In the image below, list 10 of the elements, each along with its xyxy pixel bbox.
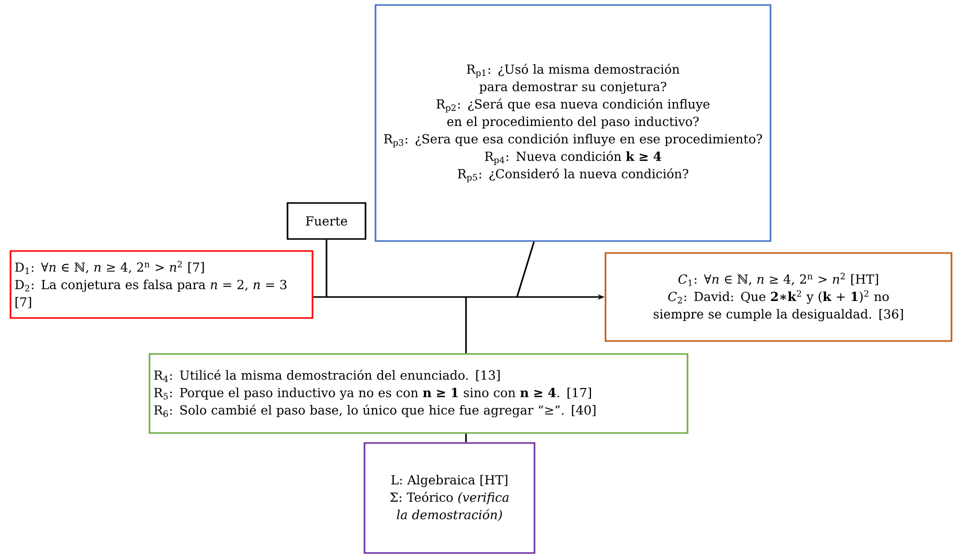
connector-line	[465, 434, 467, 442]
backing-box: L: Algebraica [HT] Σ: Teórico (verifica la demostración)	[364, 442, 536, 554]
data-box: D$_{1}$: ∀n ∈ ℕ, n ≥ 4, 2$^{n}$ > n$^{2}$ [7] D$_{2}$: La conjetura es falsa para n = 2, n = 3 [7]	[10, 250, 314, 319]
connector-line	[326, 240, 328, 297]
connector-line	[465, 297, 467, 354]
warrant-box: R$_{4}$: Utilicé la misma demostración del enunciado. [13] R$_{5}$: Porque el paso inductivo ya no es con n ≥ 1 sino con n ≥ 4. [17] R$_{6}$: Solo cambié el paso base, lo único que hice fue agregar “≥”. [40]	[148, 353, 688, 434]
claim-box: C$_{1}$: ∀n ∈ ℕ, n ≥ 4, 2$^{n}$ > n$^{2}$ [HT] C$_{2}$: David: Que 2∗k$^{2}$ y (k + 1)$^{2}$ no siempre se cumple la desigualdad. [36]	[604, 252, 952, 342]
question-box: R$_{p1}$: ¿Usó la misma demostración para demostrar su conjetura? R$_{p2}$: ¿Será que esa nueva condición influye en el procedimiento del paso inductivo? R$_{p3}$: ¿Sera que esa condición influye en ese procedimiento? R$_{p4}$: Nueva condición k ≥ 4 R$_{p5}$: ¿Consideró la nueva condición?	[374, 4, 772, 242]
qualifier-box: Fuerte	[286, 202, 366, 240]
connector-line	[516, 242, 535, 298]
